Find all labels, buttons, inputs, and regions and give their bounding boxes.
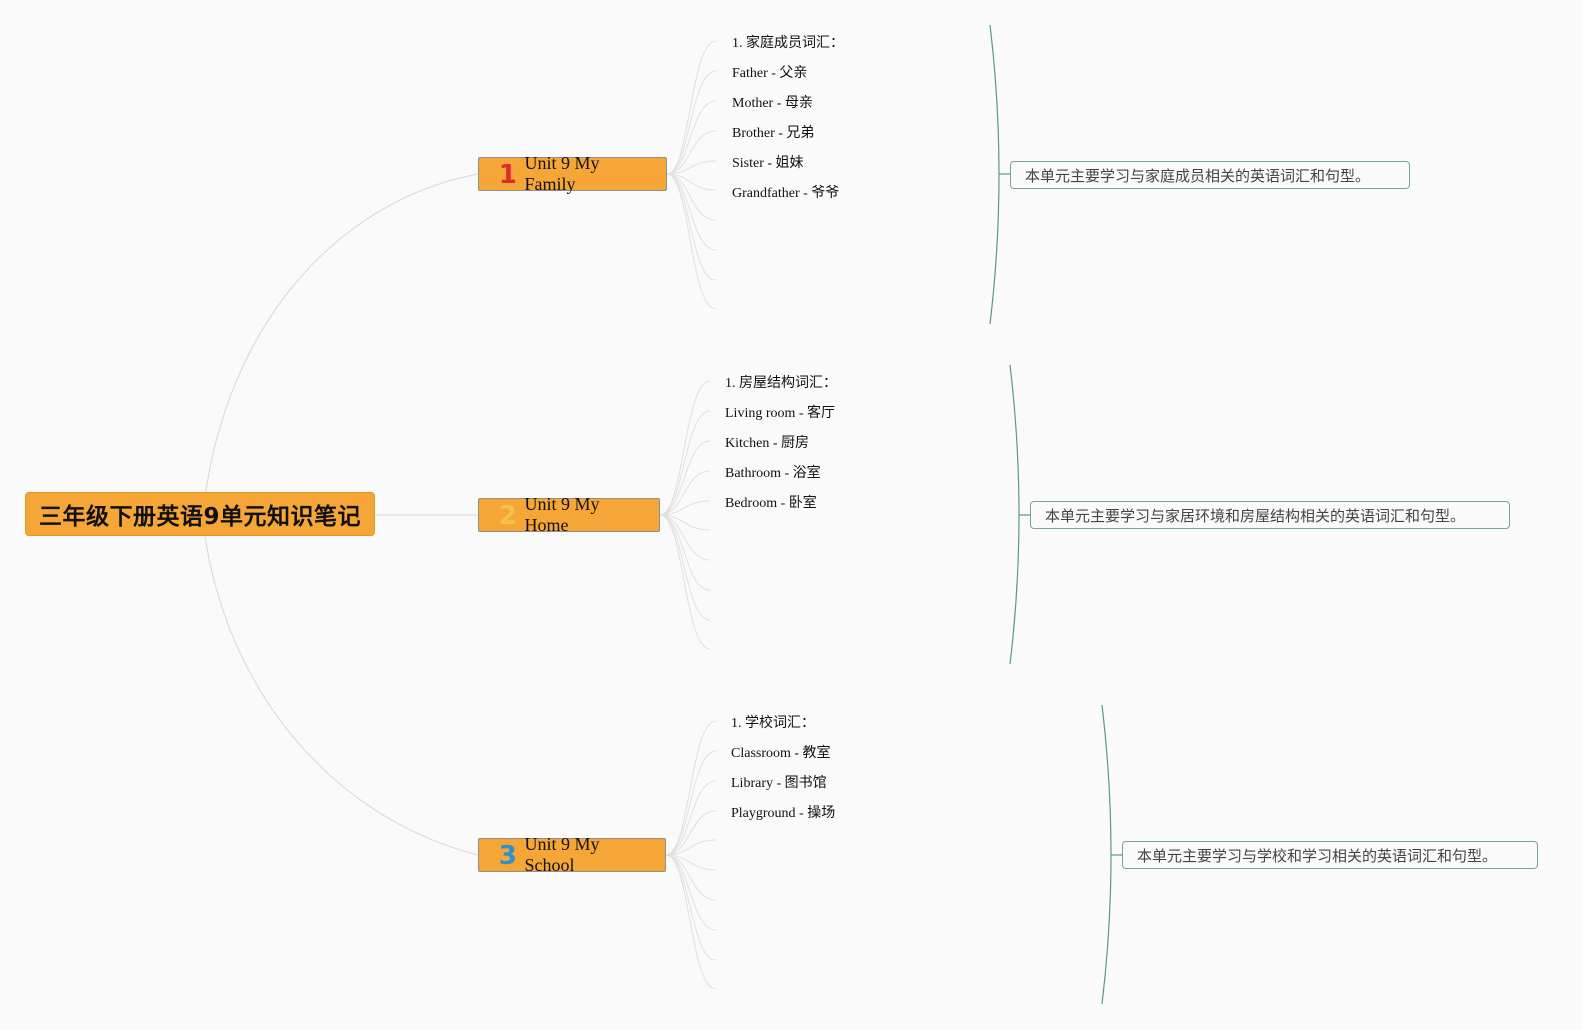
list-item[interactable]: Grandfather - 爷爷 [732, 186, 840, 201]
brace-unit-1 [989, 24, 1000, 325]
list-item[interactable]: Library - 图书馆 [731, 776, 827, 791]
number-2-icon: 2 [498, 501, 517, 531]
unit-node-2[interactable]: 2 Unit 9 My Home [478, 494, 660, 535]
list-item[interactable]: 1. 家庭成员词汇： [732, 36, 844, 51]
unit-title: Unit 9 My Home [524, 494, 600, 535]
list-item[interactable]: Brother - 兄弟 [732, 126, 815, 141]
list-item[interactable]: Bathroom - 浴室 [725, 466, 821, 481]
list-item[interactable]: Bedroom - 卧室 [725, 496, 817, 511]
list-item[interactable]: Father - 父亲 [732, 66, 808, 81]
list-item[interactable]: Living room - 客厅 [725, 406, 836, 421]
fan-unit-3 [665, 720, 717, 990]
list-item[interactable]: Kitchen - 厨房 [725, 436, 809, 451]
list-item[interactable]: Playground - 操场 [731, 806, 836, 821]
list-item[interactable]: 1. 房屋结构词汇： [725, 376, 837, 391]
unit-title: Unit 9 My School [524, 834, 600, 875]
list-item[interactable]: Classroom - 教室 [731, 746, 831, 761]
number-3-icon: 3 [498, 841, 517, 871]
list-item[interactable]: Sister - 姐妹 [732, 156, 804, 171]
brace-unit-2 [1009, 364, 1020, 665]
summary-unit-2[interactable]: 本单元主要学习与家居环境和房屋结构相关的英语词汇和句型。 [1030, 501, 1510, 529]
unit-node-3[interactable]: 3 Unit 9 My School [478, 834, 666, 875]
fan-unit-2 [659, 380, 711, 650]
summary-unit-3[interactable]: 本单元主要学习与学校和学习相关的英语词汇和句型。 [1122, 841, 1538, 869]
connector-root-unit-1 [204, 173, 479, 498]
connector-root-unit-3 [204, 535, 479, 856]
unit-title: Unit 9 My Family [524, 153, 600, 194]
brace-unit-3 [1101, 704, 1112, 1005]
unit-node-1[interactable]: 1 Unit 9 My Family [478, 153, 667, 194]
list-item[interactable]: 1. 学校词汇： [731, 716, 815, 731]
list-item[interactable]: Mother - 母亲 [732, 96, 813, 111]
summary-unit-1[interactable]: 本单元主要学习与家庭成员相关的英语词汇和句型。 [1010, 161, 1410, 189]
root-topic[interactable]: 三年级下册英语9单元知识笔记 [25, 492, 375, 536]
fan-unit-1 [666, 40, 717, 310]
number-1-icon: 1 [498, 160, 517, 190]
